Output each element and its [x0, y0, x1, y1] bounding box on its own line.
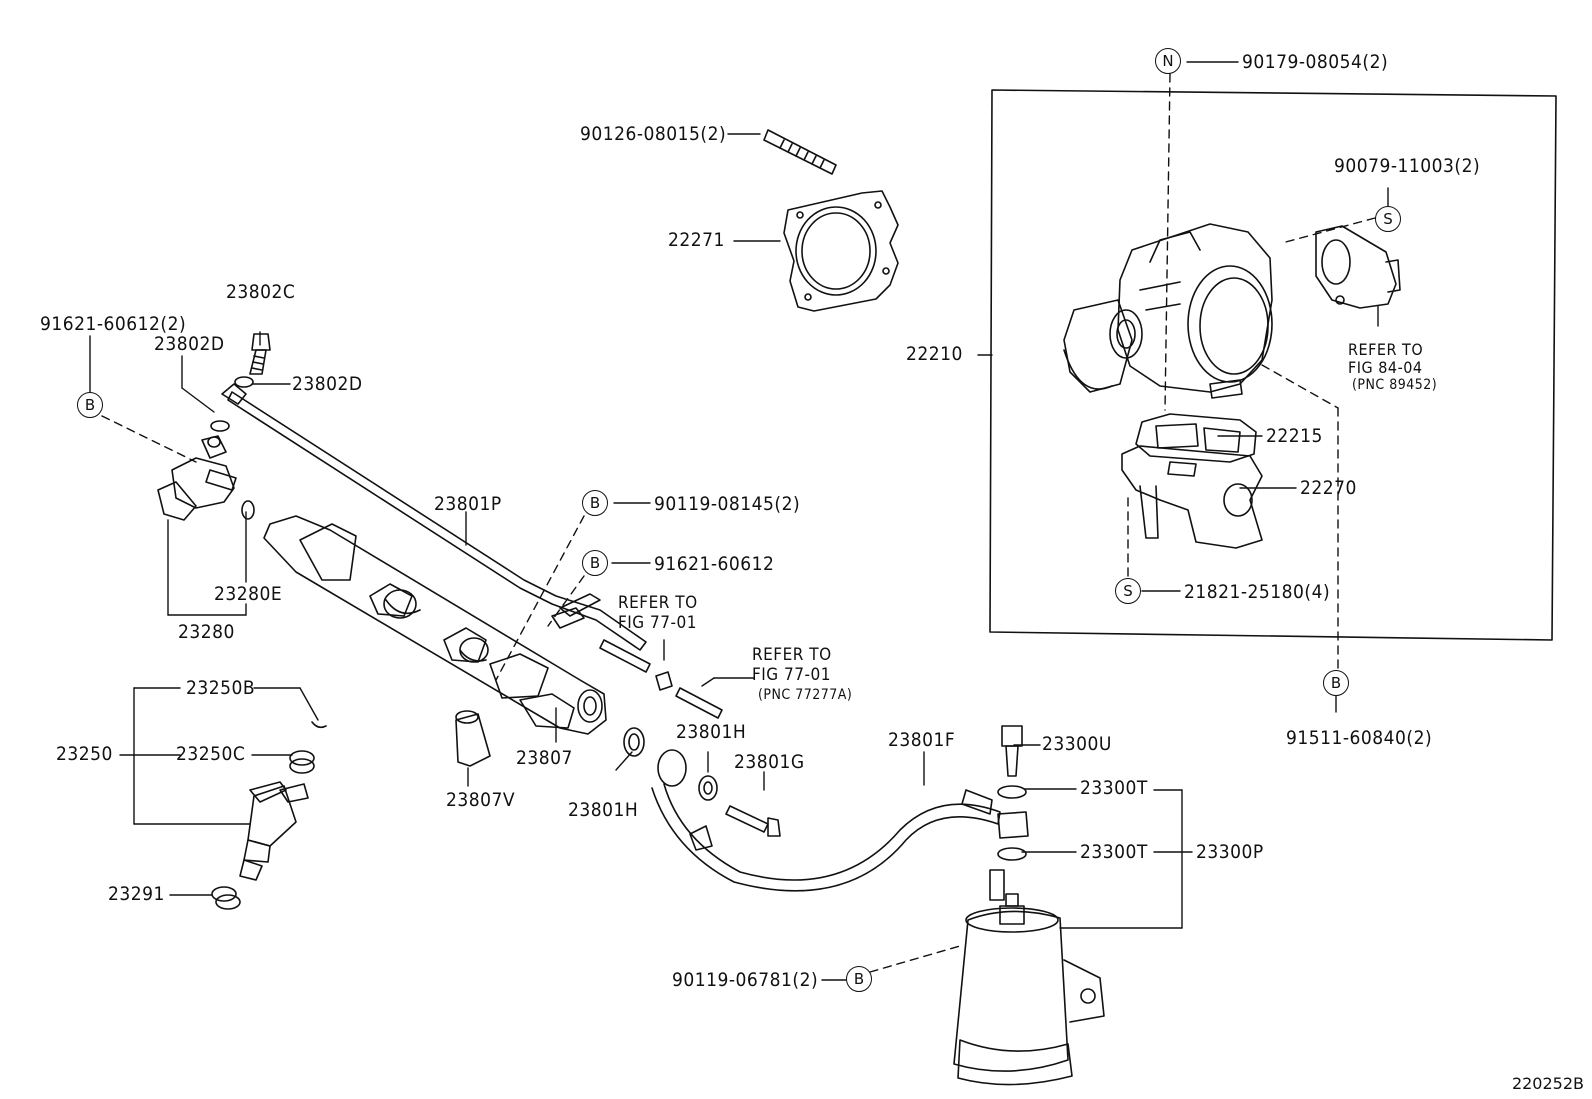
label-23802D-left: 23802D [154, 333, 225, 355]
label-90179-08054: 90179-08054(2) [1242, 51, 1389, 73]
marker-s-sensor: S [1375, 206, 1401, 232]
label-23250: 23250 [56, 743, 113, 765]
bolt-91621-60612 [599, 639, 651, 673]
bolt-90119-08145 [551, 607, 585, 629]
label-refer-84-04-line2: FIG 84-04 [1348, 358, 1423, 377]
union-bolt-23300U [1001, 725, 1023, 777]
label-91621-60612-2: 91621-60612(2) [40, 313, 187, 335]
marker-b-91621-60612: B [582, 550, 608, 576]
label-23807: 23807 [516, 747, 573, 769]
label-refer-77-01-b-line3: (PNC 77277A) [758, 687, 853, 703]
o-ring-23280E [241, 500, 255, 520]
damper-23807V [455, 710, 491, 767]
o-ring-23291 [211, 886, 241, 910]
label-23291: 23291 [108, 883, 165, 905]
idle-speed-control-valve-22270 [1121, 445, 1263, 549]
marker-n: N [1155, 48, 1181, 74]
label-22271: 22271 [668, 229, 725, 251]
label-refer-77-01-a-line1: REFER TO [618, 593, 698, 613]
label-23300T-bottom: 23300T [1080, 841, 1148, 863]
insulator-23250C [289, 750, 315, 774]
marker-b-90119-06781: B [846, 966, 872, 992]
union-bolt-23801G [725, 805, 781, 837]
throttle-body-group-frame [989, 89, 1557, 641]
label-refer-77-01-b-line1: REFER TO [752, 645, 832, 665]
label-23802C: 23802C [226, 281, 296, 303]
label-refer-77-01-a-line2: FIG 77-01 [618, 613, 697, 633]
label-91621-60612: 91621-60612 [654, 553, 775, 575]
label-23801G: 23801G [734, 751, 805, 773]
label-23300T-top: 23300T [1080, 777, 1148, 799]
marker-b-right: B [1323, 670, 1349, 696]
label-90126-08015: 90126-08015(2) [580, 123, 727, 145]
fuel-hose-23801F [651, 749, 1001, 892]
gasket-22215 [1135, 413, 1257, 463]
label-23300P: 23300P [1196, 841, 1264, 863]
label-23280E: 23280E [214, 583, 283, 605]
clip-23250B [311, 721, 327, 729]
gasket-23802D [210, 376, 254, 432]
label-23801H-left: 23801H [568, 799, 639, 821]
label-23807V: 23807V [446, 789, 516, 811]
label-23801P: 23801P [434, 493, 502, 515]
label-23802D-right: 23802D [292, 373, 363, 395]
stud-90126 [763, 129, 837, 175]
gasket-23300T-a [997, 785, 1027, 799]
label-90119-06781: 90119-06781(2) [672, 969, 819, 991]
fuel-return-pipe-23801P [221, 383, 647, 651]
fuel-injector-23250 [239, 781, 309, 881]
label-22215: 22215 [1266, 425, 1323, 447]
fuel-filter-23300P [953, 869, 1105, 1086]
clip-77-01 [655, 671, 723, 719]
label-refer-77-01-b-line2: FIG 77-01 [752, 665, 831, 685]
label-22210: 22210 [906, 343, 963, 365]
label-23250B: 23250B [186, 677, 256, 699]
union-fitting [997, 811, 1029, 839]
label-21821-25180: 21821-25180(4) [1184, 581, 1331, 603]
label-90119-08145: 90119-08145(2) [654, 493, 801, 515]
throttle-body-22210 [1063, 223, 1273, 399]
label-22270: 22270 [1300, 477, 1357, 499]
gasket-22271 [783, 190, 899, 312]
figure-id: 220252B [1511, 1074, 1584, 1093]
label-refer-84-04-line1: REFER TO [1348, 340, 1424, 359]
pressure-regulator-23280 [157, 435, 237, 521]
marker-s-screw: S [1115, 578, 1141, 604]
label-23250C: 23250C [176, 743, 246, 765]
label-23801F: 23801F [888, 729, 956, 751]
gasket-23300T-b [997, 847, 1027, 861]
label-90079-11003: 90079-11003(2) [1334, 155, 1481, 177]
label-refer-84-04-line3: (PNC 89452) [1352, 377, 1438, 393]
gasket-23801H [623, 727, 718, 801]
label-23280: 23280 [178, 621, 235, 643]
leader-lines [89, 61, 1389, 981]
label-91511-60840: 91511-60840(2) [1286, 727, 1433, 749]
throttle-position-sensor [1315, 225, 1401, 309]
dashed-lines [101, 73, 1376, 973]
union-bolt-23802C [249, 333, 271, 375]
label-23801H-right: 23801H [676, 721, 747, 743]
marker-b-left: B [77, 392, 103, 418]
marker-b-90119-08145: B [582, 490, 608, 516]
fuel-delivery-pipe-23807 [263, 515, 607, 735]
label-23300U: 23300U [1042, 733, 1112, 755]
